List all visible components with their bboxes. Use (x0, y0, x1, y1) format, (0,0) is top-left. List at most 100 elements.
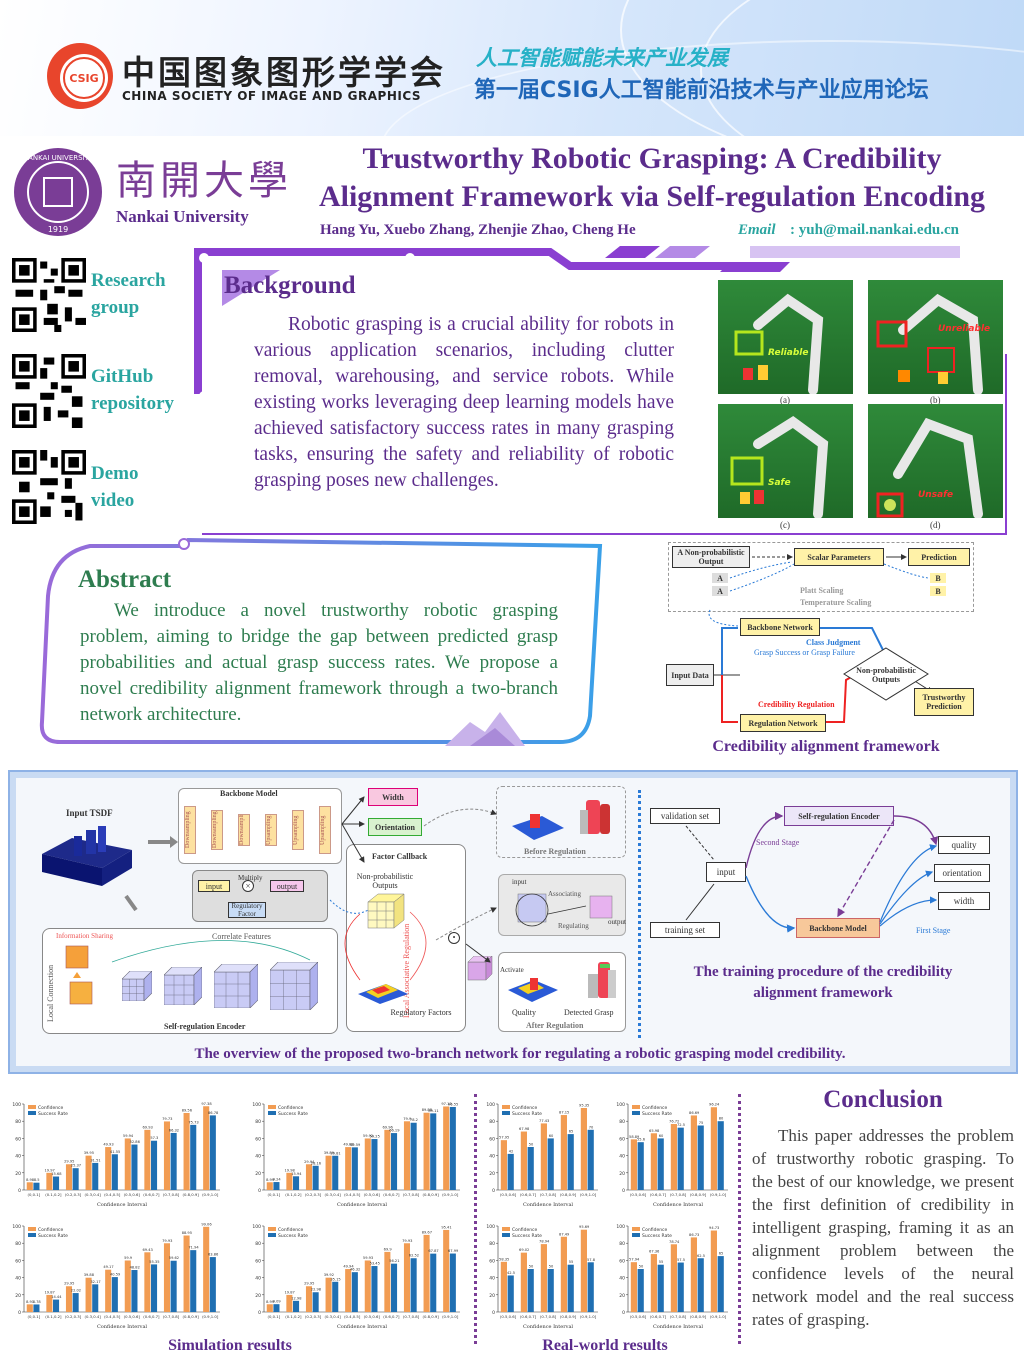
legend-swatch-success-rate (268, 1233, 276, 1237)
y-tick-label: 60 (619, 1258, 625, 1264)
quality-label: Quality (512, 1008, 536, 1017)
multiply-input-box: input (198, 880, 230, 892)
x-axis-label: Confidence Interval (653, 1324, 703, 1330)
feature-cube (122, 971, 152, 1001)
training-input-box: input (706, 862, 746, 882)
x-tick-label: (0.9,1.0] (710, 1192, 727, 1197)
email-address[interactable]: : yuh@mail.nankai.edu.cn (790, 222, 959, 238)
multiply-icon: × (242, 880, 254, 892)
y-tick-label: 20 (489, 1293, 495, 1299)
bar-confidence (345, 1147, 352, 1190)
bar-success-rate (332, 1155, 339, 1190)
bar-success-rate (293, 1300, 300, 1312)
x-tick-label: (0,0.1] (27, 1192, 40, 1197)
bar-value-label: 95.35 (579, 1103, 589, 1107)
bar-value-label: 59.93 (363, 1256, 373, 1260)
bar-success-rate (507, 1153, 514, 1190)
y-tick-label: 40 (489, 1276, 495, 1282)
real-world-caption: Real-world results (542, 1337, 668, 1354)
width-output-box: Width (368, 788, 418, 806)
bar-confidence (163, 1243, 171, 1312)
bar-success-rate (527, 1269, 534, 1312)
bar-confidence (650, 1133, 657, 1190)
feature-cube (164, 967, 202, 1005)
y-tick-label: 80 (255, 1241, 261, 1247)
bar-confidence (144, 1129, 151, 1190)
bar-confidence (540, 1123, 547, 1190)
legend-swatch-confidence (268, 1105, 276, 1109)
x-tick-label: (0.6,0.7] (383, 1192, 400, 1197)
bar-value-label: 95.41 (441, 1225, 451, 1229)
non-prob-outputs-label: Non-probabilistic Outputs (356, 872, 414, 890)
detected-grasp-label: Detected Grasp (564, 1008, 614, 1017)
bar-value-label: 19.98 (285, 1168, 296, 1172)
x-axis-label: Confidence Interval (523, 1202, 573, 1208)
y-tick-label: 60 (489, 1258, 495, 1264)
bar-value-label: 79.93 (402, 1239, 412, 1243)
bar-value-label: 29.95 (64, 1160, 74, 1164)
credibility-framework-figure: A Non-probabilistic Output Scalar Parame… (664, 540, 980, 736)
bar-value-label: 25.37 (71, 1164, 81, 1168)
bar-confidence (520, 1131, 527, 1190)
photo-label-a: (a) (780, 395, 790, 405)
legend-label-success-rate: Success Rate (512, 1233, 542, 1239)
bar-confidence (46, 1294, 53, 1312)
y-tick-label: 0 (18, 1310, 21, 1316)
framework-arrows (704, 554, 933, 723)
bar-success-rate (53, 1176, 60, 1190)
trustworthy-prediction-box: Trustworthy Prediction (914, 688, 974, 716)
bar-value-label: 57.8 (587, 1258, 596, 1262)
x-tick-label: (0.8,0.9] (560, 1192, 577, 1197)
y-tick-label: 0 (622, 1310, 625, 1316)
bar-value-label: 66.19 (389, 1129, 400, 1133)
training-figure: validation set training set input Self-r… (648, 800, 998, 950)
bar-confidence (500, 1261, 507, 1312)
bar-value-label: 42 (509, 1149, 514, 1153)
x-tick-label: (0.4,0.5] (104, 1314, 121, 1319)
qr-github[interactable] (12, 354, 86, 433)
bar-confidence (540, 1244, 547, 1312)
y-tick-label: 0 (258, 1310, 261, 1316)
credibility-regulation-label: Credibility Regulation (758, 700, 835, 709)
y-tick-label: 20 (489, 1171, 495, 1177)
bar-value-label: 49.94 (343, 1265, 354, 1269)
legend-swatch-success-rate (632, 1233, 640, 1237)
bar-confidence (286, 1294, 293, 1312)
second-stage-label: Second Stage (756, 838, 800, 847)
qr-demo-video[interactable] (12, 450, 86, 529)
bar-value-label: 50 (549, 1265, 554, 1269)
bar-value-label: 53.45 (370, 1262, 380, 1266)
x-axis-label: Confidence Interval (97, 1324, 147, 1330)
x-tick-label: (0.3,0.4] (84, 1314, 101, 1319)
x-tick-label: (0.6,0.7] (143, 1314, 160, 1319)
tsdf-volume-icon (42, 826, 132, 886)
bar-success-rate (72, 1168, 79, 1190)
y-tick-label: 20 (255, 1171, 261, 1177)
bar-confidence (690, 1237, 697, 1312)
regulatory-factors-label: Regulatory Factors (390, 1008, 452, 1017)
qr-research-group[interactable] (12, 258, 86, 337)
y-tick-label: 100 (486, 1102, 495, 1108)
before-regulation-heatmap (512, 800, 610, 840)
temperature-scaling-label: Temperature Scaling (800, 598, 872, 607)
bar-success-rate (131, 1144, 138, 1190)
x-tick-label: (0.5,0.6] (124, 1192, 141, 1197)
bar-value-label: 59.62 (169, 1256, 179, 1260)
y-tick-label: 60 (255, 1258, 261, 1264)
y-tick-label: 0 (492, 1310, 495, 1316)
bar-confidence (345, 1269, 352, 1312)
bar-value-label: 8.99 (266, 1300, 275, 1304)
orientation-output-box: orientation (934, 864, 990, 882)
bar-confidence (423, 1112, 430, 1190)
y-tick-label: 60 (619, 1136, 625, 1142)
bar-confidence (630, 1262, 637, 1312)
bar-confidence (580, 1107, 587, 1190)
x-tick-label: (0.8,0.9] (422, 1314, 439, 1319)
title-line-1: Trustworthy Robotic Grasping: A Credibil… (362, 142, 942, 175)
bar-confidence (443, 1229, 450, 1312)
bar-success-rate (697, 1125, 704, 1190)
grasp-sf-label: Grasp Success or Grasp Failure (754, 648, 855, 657)
